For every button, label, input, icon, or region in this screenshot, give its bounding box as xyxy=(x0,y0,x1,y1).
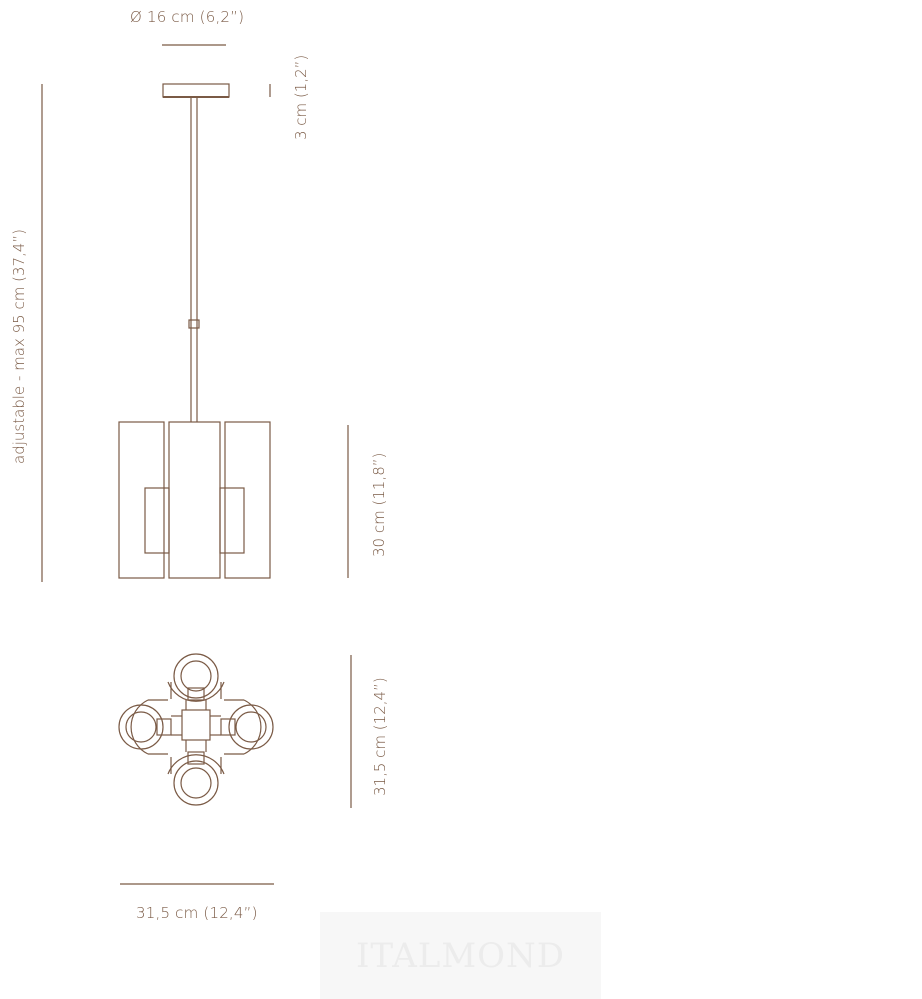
lamp-top-view xyxy=(118,653,274,806)
top-view-width-label: 31,5 cm (12,4”) xyxy=(136,904,258,922)
canopy-diameter-label: Ø 16 cm (6,2”) xyxy=(130,8,245,26)
rod-joint xyxy=(188,319,200,329)
watermark-text: ITALMOND xyxy=(355,936,566,976)
overall-height-label: adjustable - max 95 cm (37,4”) xyxy=(10,229,28,464)
body-height-label: 30 cm (11,8”) xyxy=(370,452,388,557)
lamp-side-view xyxy=(118,421,271,579)
top-view-depth-label: 31,5 cm (12,4”) xyxy=(371,677,389,796)
canopy xyxy=(162,83,230,98)
watermark: ITALMOND xyxy=(320,912,601,999)
canopy-height-label: 3 cm (1,2”) xyxy=(292,54,310,140)
